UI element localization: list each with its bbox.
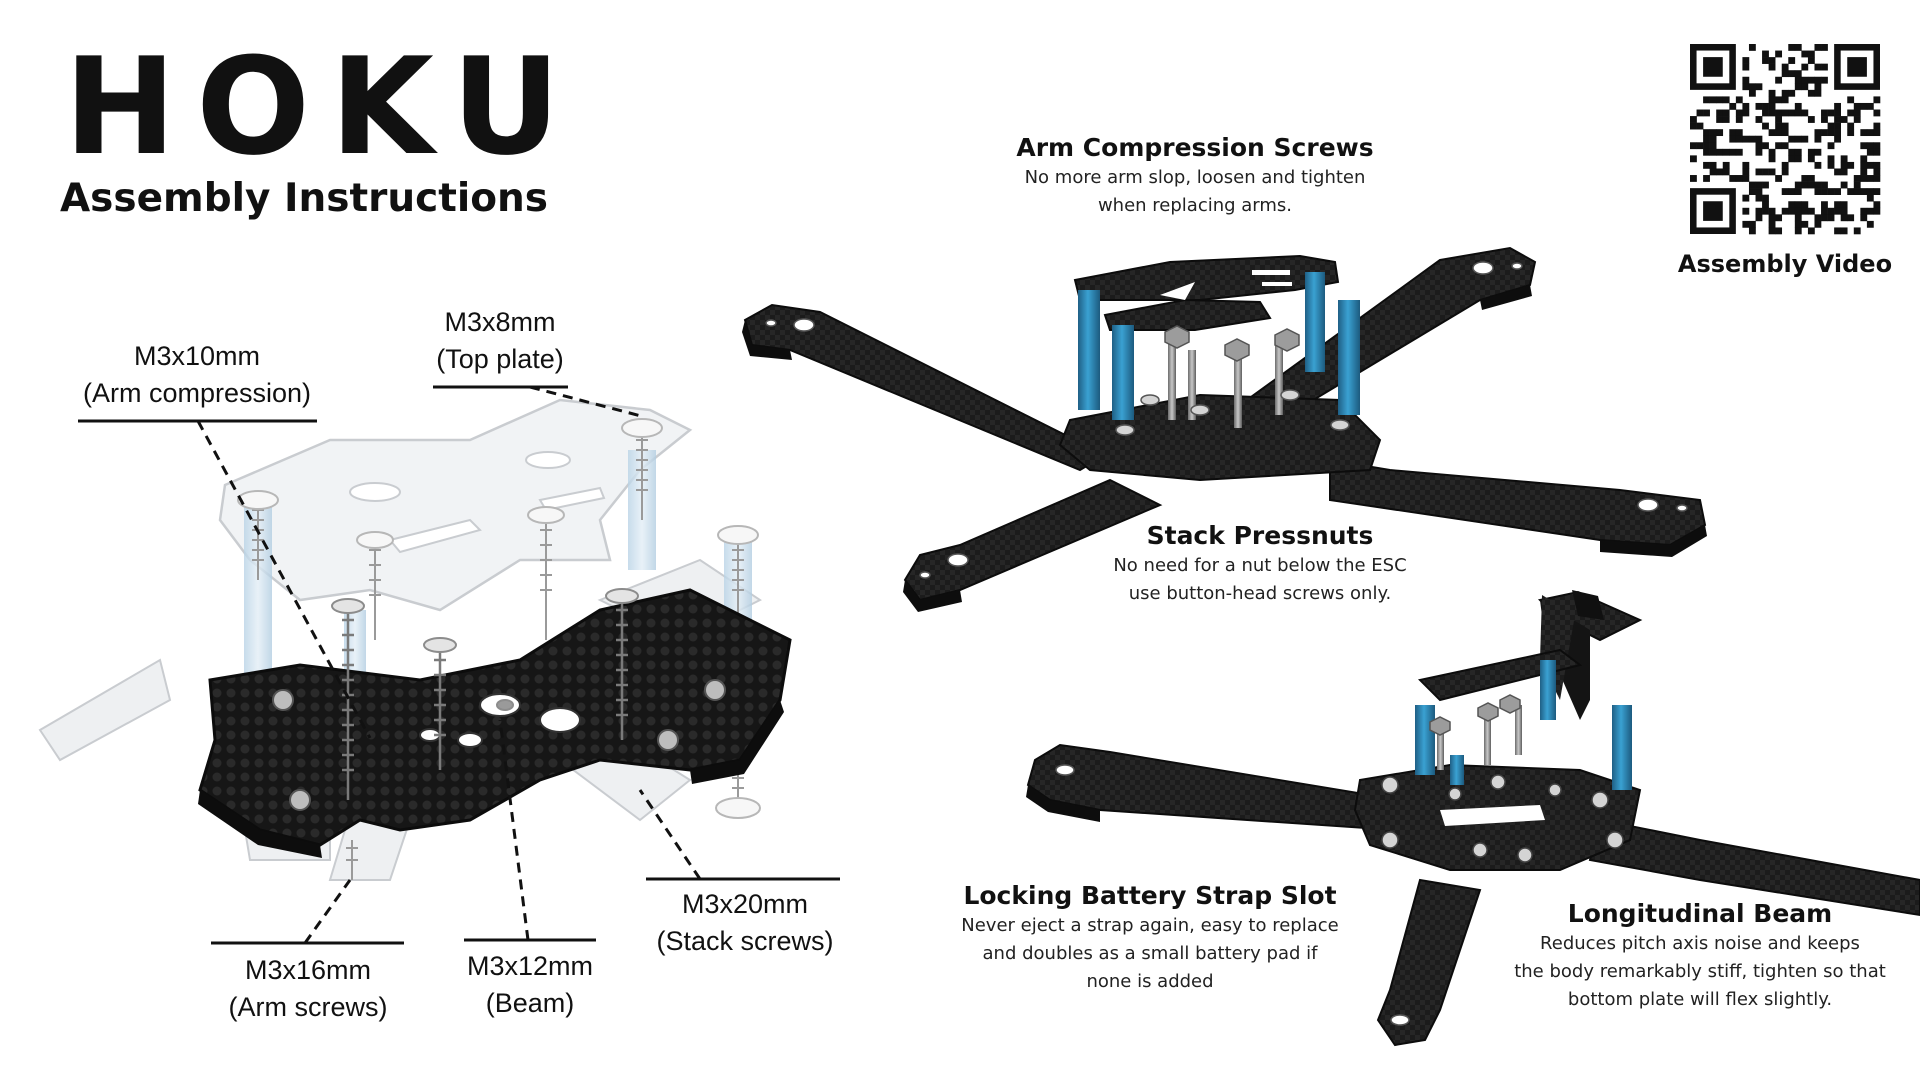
callout-desc-line: Reduces pitch axis noise and keeps: [1540, 933, 1860, 954]
brand-logo: HOKU: [64, 29, 581, 185]
qr-caption: Assembly Video: [1677, 250, 1893, 278]
callout-desc-line: bottom plate will flex slightly.: [1567, 989, 1833, 1010]
screw-label-m3x20: M3x20mm (Stack screws): [630, 886, 860, 960]
page-title: Assembly Instructions: [60, 176, 549, 221]
screw-use: (Arm screws): [228, 992, 388, 1022]
callout-battery-strap: Locking Battery Strap Slot Never eject a…: [930, 880, 1370, 996]
screw-label-m3x16: M3x16mm (Arm screws): [198, 952, 418, 1026]
screw-use: (Arm compression): [82, 378, 312, 408]
callout-desc-line: and doubles as a small battery pad if: [982, 943, 1318, 964]
screw-label-m3x12: M3x12mm (Beam): [450, 948, 610, 1022]
screw-label-m3x8: M3x8mm (Top plate): [420, 304, 580, 378]
ghost-screws: [252, 430, 744, 880]
exploded-assembly: [38, 398, 792, 881]
leader-lines: [78, 385, 840, 945]
callout-desc-line: Never eject a strap again, easy to repla…: [961, 915, 1339, 936]
callout-desc-line: use button-head screws only.: [1128, 583, 1392, 604]
callout-stack-pressnuts: Stack Pressnuts No need for a nut below …: [1060, 520, 1460, 608]
callout-arm-compression: Arm Compression Screws No more arm slop,…: [960, 132, 1430, 220]
screw-size: M3x10mm: [133, 341, 261, 371]
screw-size: M3x16mm: [244, 955, 372, 985]
callout-title: Locking Battery Strap Slot: [963, 881, 1337, 910]
callout-desc-line: No more arm slop, loosen and tighten: [1024, 167, 1366, 188]
dashed-pointers: [196, 385, 702, 944]
screw-size: M3x20mm: [681, 889, 809, 919]
screw-use: (Top plate): [436, 344, 564, 374]
callout-title: Stack Pressnuts: [1146, 521, 1374, 550]
callout-desc-line: the body remarkably stiff, tighten so th…: [1514, 961, 1886, 982]
callout-desc-line: No need for a nut below the ESC: [1113, 555, 1407, 576]
plate-screws: [342, 600, 628, 800]
callout-desc-line: when replacing arms.: [1097, 195, 1293, 216]
ghost-top-plate: [218, 398, 693, 612]
screw-size: M3x12mm: [466, 951, 594, 981]
assembled-frame-top: [742, 246, 1707, 612]
bottom-plate: [198, 588, 792, 858]
assembled-frame-bottom: [1026, 590, 1920, 1047]
callout-desc-line: none is added: [1086, 971, 1214, 992]
screw-use: (Stack screws): [656, 926, 834, 956]
plate-screw-heads: [331, 588, 639, 711]
callout-title: Arm Compression Screws: [1016, 133, 1374, 162]
screw-label-m3x10: M3x10mm (Arm compression): [68, 338, 326, 412]
qr-code[interactable]: [1690, 44, 1881, 235]
screw-use: (Beam): [485, 988, 575, 1018]
callout-longitudinal-beam: Longitudinal Beam Reduces pitch axis noi…: [1490, 898, 1910, 1014]
callout-title: Longitudinal Beam: [1567, 899, 1833, 928]
screw-size: M3x8mm: [444, 307, 556, 337]
